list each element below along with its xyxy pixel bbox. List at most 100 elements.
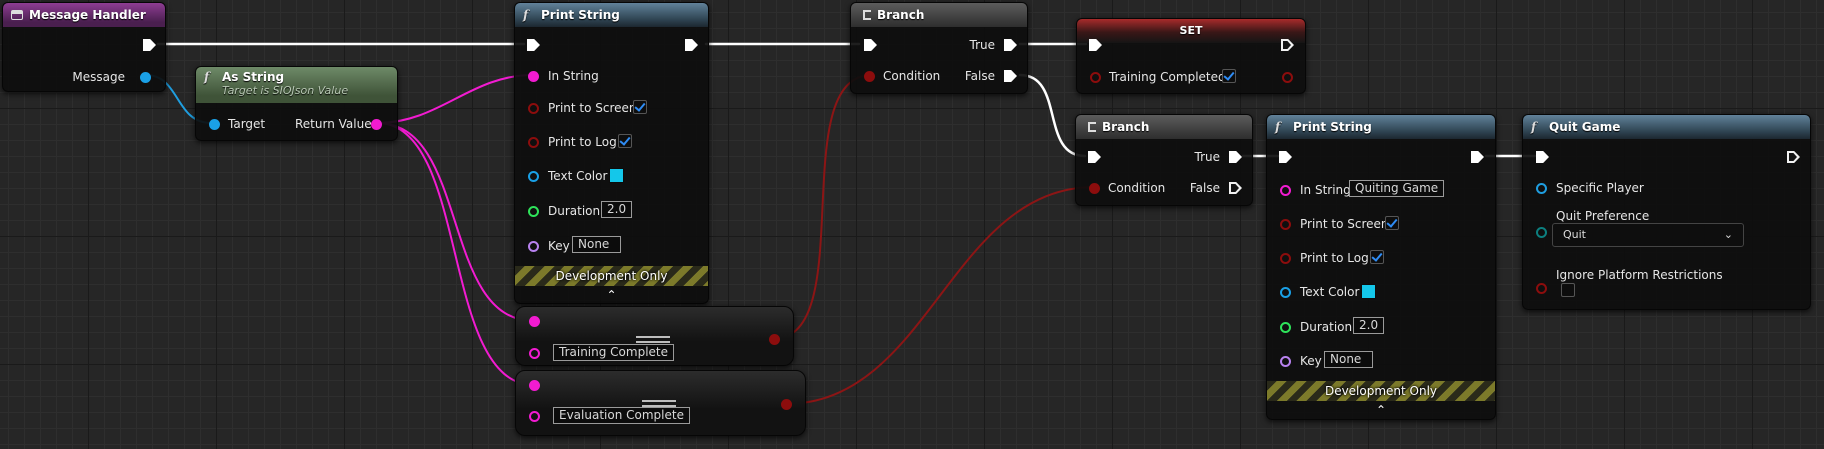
true-exec-pin[interactable] [1229,151,1242,163]
node-header[interactable]: f Print String [515,3,708,27]
print-to-log-label: Print to Log [548,135,617,149]
quit-preference-dropdown[interactable]: Quit ⌄ [1552,223,1744,247]
quit-preference-label: Quit Preference [1556,209,1650,223]
text-color-swatch[interactable] [1361,284,1376,299]
specific-player-pin[interactable] [1536,183,1547,194]
text-color-swatch[interactable] [609,168,624,183]
node-header[interactable]: f Quit Game [1523,115,1810,139]
key-pin[interactable] [528,241,539,252]
text-color-pin[interactable] [528,171,539,182]
print-string-node[interactable]: f Print String In String Print to Screen… [514,2,709,304]
duration-pin[interactable] [1280,322,1291,333]
node-header[interactable]: f As String Target is SIOJson Value [196,67,397,103]
node-title: Branch [877,8,925,22]
result-pin[interactable] [781,399,792,410]
condition-label: Condition [883,69,941,83]
condition-pin[interactable] [864,71,875,82]
print-to-log-pin[interactable] [528,137,539,148]
node-title: Print String [541,8,620,22]
text-color-pin[interactable] [1280,287,1291,298]
in-string-pin[interactable] [528,71,539,82]
duration-pin[interactable] [528,206,539,217]
exec-out-pin[interactable] [143,39,156,51]
print-to-log-pin[interactable] [1280,253,1291,264]
development-only-banner: Development Only [1267,381,1495,401]
duration-label: Duration [548,204,601,218]
compare-value-input[interactable]: Evaluation Complete [553,407,690,424]
branch-node[interactable]: Branch True Condition False [1075,114,1253,206]
in-string-pin[interactable] [1280,185,1291,196]
a-pin[interactable] [529,380,540,391]
node-title: As String [222,70,285,84]
node-title: Branch [1102,120,1150,134]
condition-pin[interactable] [1089,183,1100,194]
print-string-node[interactable]: f Print String In String Quiting Game Pr… [1266,114,1496,420]
b-pin[interactable] [529,348,540,359]
return-value-pin[interactable] [371,119,382,130]
exec-in-pin[interactable] [1536,151,1549,163]
quit-preference-pin[interactable] [1536,227,1547,238]
node-header[interactable]: Message Handler [3,3,165,27]
true-label: True [1194,150,1221,164]
node-title: Quit Game [1549,120,1621,134]
false-exec-pin[interactable] [1229,182,1242,194]
in-string-input[interactable]: Quiting Game [1349,180,1445,197]
return-value-label: Return Value [295,117,372,131]
false-exec-pin[interactable] [1004,70,1017,82]
bool-wire [784,186,1096,405]
equal-string-node[interactable]: Training Complete [515,306,794,366]
function-icon: f [1531,120,1537,134]
branch-node[interactable]: Branch True Condition False [850,2,1028,94]
exec-in-pin[interactable] [1279,151,1292,163]
print-to-screen-pin[interactable] [528,103,539,114]
string-wire [376,122,535,322]
false-label: False [1189,181,1220,195]
training-completed-label: Training Completed [1109,70,1226,84]
a-pin[interactable] [529,316,540,327]
print-to-screen-checkbox[interactable] [633,100,647,114]
node-header[interactable]: f Print String [1267,115,1495,139]
compare-value-input[interactable]: Training Complete [553,344,674,361]
target-pin[interactable] [209,119,220,130]
training-completed-out-pin[interactable] [1282,72,1293,83]
in-string-label: In String [1300,183,1351,197]
chevron-up-icon[interactable]: ⌃ [606,288,617,302]
chevron-up-icon[interactable]: ⌃ [1375,403,1387,417]
exec-out-pin[interactable] [1281,39,1294,51]
exec-out-pin[interactable] [685,39,698,51]
ignore-platform-label: Ignore Platform Restrictions [1556,268,1723,282]
print-to-log-checkbox[interactable] [618,134,632,148]
equal-string-node[interactable]: Evaluation Complete [515,370,806,436]
exec-in-pin[interactable] [527,39,540,51]
node-header[interactable]: Branch [1076,115,1252,139]
ignore-platform-pin[interactable] [1536,283,1547,294]
node-header[interactable]: SET [1077,19,1305,43]
print-to-screen-pin[interactable] [1280,219,1291,230]
branch-icon [858,9,872,21]
exec-in-pin[interactable] [864,39,877,51]
duration-input[interactable]: 2.0 [601,201,633,218]
training-completed-pin[interactable] [1090,72,1101,83]
training-completed-checkbox[interactable] [1222,69,1236,83]
event-icon [11,10,23,20]
true-exec-pin[interactable] [1004,39,1017,51]
result-pin[interactable] [769,334,780,345]
key-input[interactable]: None [572,236,621,253]
print-to-screen-checkbox[interactable] [1385,216,1399,230]
ignore-platform-checkbox[interactable] [1561,283,1575,297]
message-pin[interactable] [140,72,151,83]
quit-game-node[interactable]: f Quit Game Specific Player Quit Prefere… [1522,114,1811,310]
exec-out-pin[interactable] [1471,151,1484,163]
node-header[interactable]: Branch [851,3,1027,27]
set-variable-node[interactable]: SET Training Completed [1076,18,1306,94]
key-input[interactable]: None [1324,351,1373,368]
message-handler-node[interactable]: Message Handler Message [2,2,166,92]
key-pin[interactable] [1280,356,1291,367]
exec-in-pin[interactable] [1089,39,1102,51]
b-pin[interactable] [529,411,540,422]
exec-out-pin[interactable] [1787,151,1800,163]
duration-input[interactable]: 2.0 [1353,317,1385,334]
exec-in-pin[interactable] [1088,151,1101,163]
print-to-log-checkbox[interactable] [1370,250,1384,264]
as-string-node[interactable]: f As String Target is SIOJson Value Targ… [195,66,398,141]
